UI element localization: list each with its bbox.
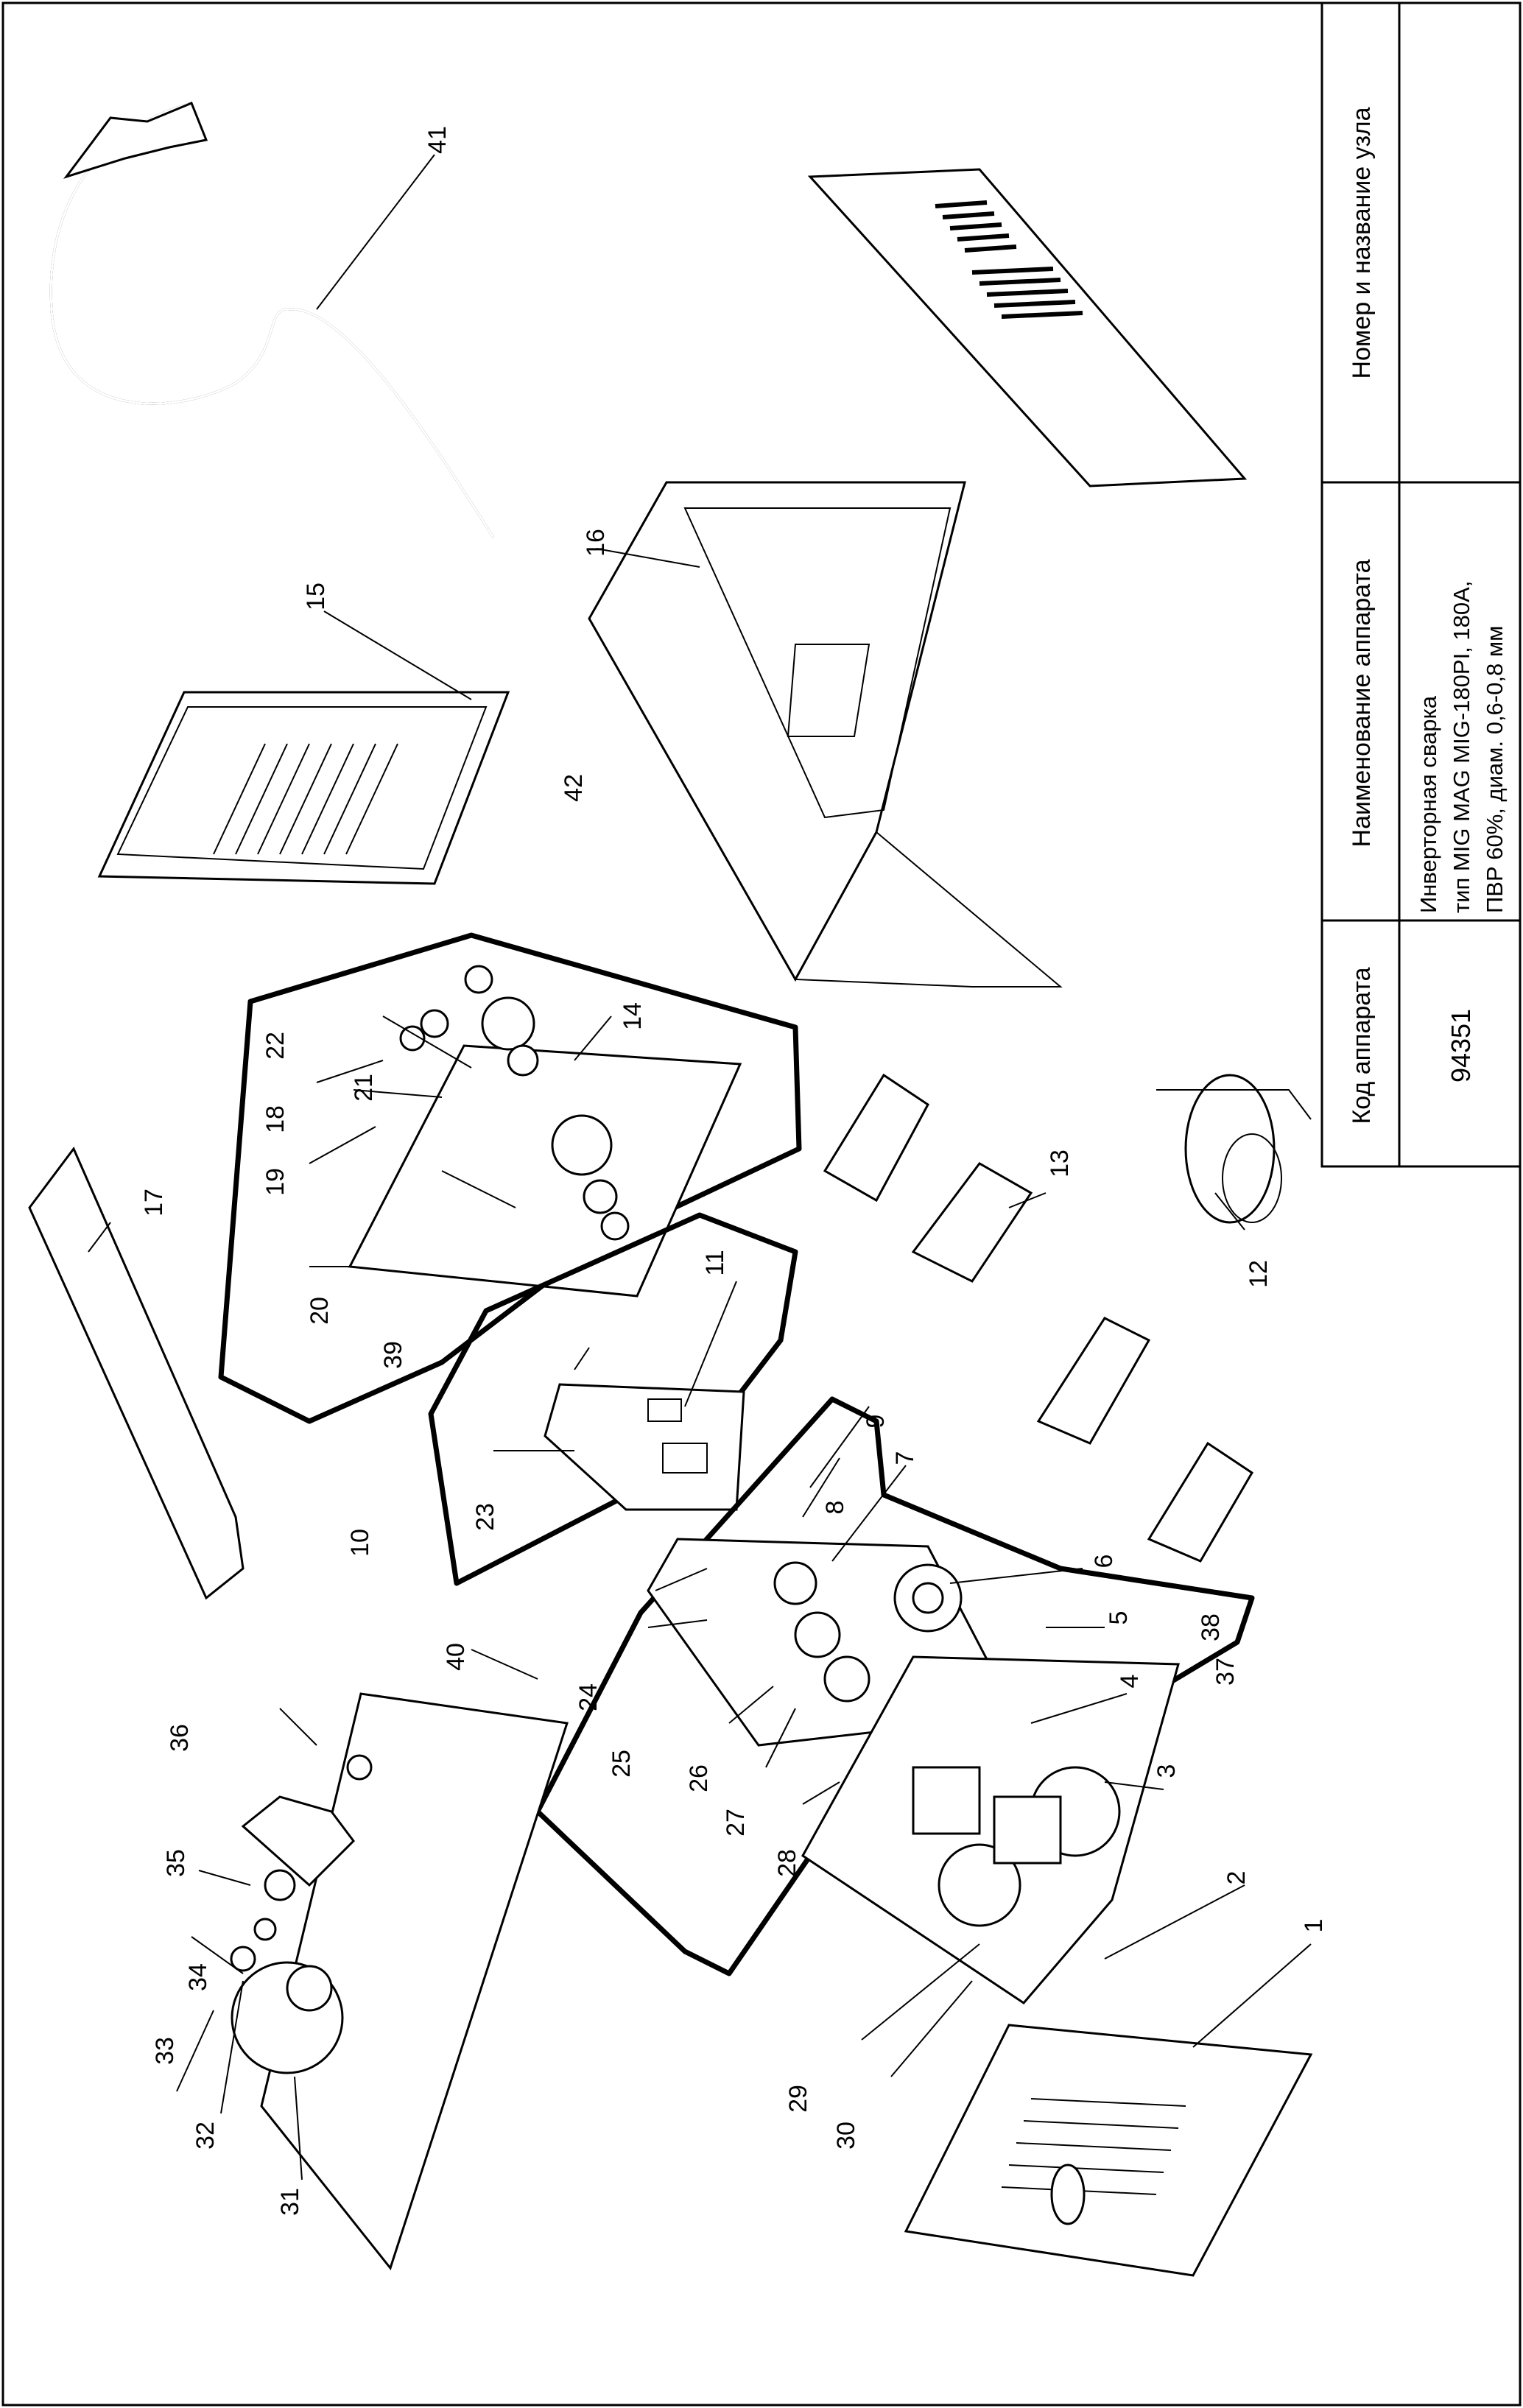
torch-hose-part: [49, 102, 495, 538]
callout-17: 17: [140, 1189, 168, 1217]
callout-30: 30: [832, 2122, 860, 2150]
callout-19: 19: [261, 1168, 289, 1196]
title-name-line3: ПВР 60%, диам. 0,6-0,8 мм: [1482, 626, 1508, 913]
title-header-name: Наименование аппарата: [1348, 559, 1376, 847]
callout-1: 1: [1300, 1919, 1328, 1933]
callout-14: 14: [619, 1002, 647, 1030]
title-header-node: Номер и название узла: [1348, 107, 1376, 379]
callout-27: 27: [722, 1809, 750, 1837]
group-outline-10: [428, 1212, 798, 1586]
callout-38: 38: [1197, 1613, 1225, 1641]
title-header-code: Код аппарата: [1348, 967, 1376, 1124]
callout-37: 37: [1211, 1658, 1239, 1686]
title-name-line1: Инверторная сварка: [1415, 695, 1441, 913]
chassis-part: [801, 1655, 1180, 2004]
callout-33: 33: [151, 2037, 179, 2065]
rear-panel-part: [97, 691, 510, 885]
housing-cover-part: [588, 481, 1063, 988]
base-plate-part: [230, 1692, 569, 2271]
callout-35: 35: [162, 1849, 190, 1877]
title-code: 94351: [1446, 1009, 1476, 1082]
leader-lines: [88, 548, 1312, 2180]
callout-5: 5: [1105, 1611, 1133, 1625]
callout-11: 11: [701, 1250, 729, 1275]
callout-2: 2: [1223, 1871, 1251, 1885]
callout-39: 39: [379, 1341, 407, 1369]
group-outline-40: [535, 1396, 1255, 1976]
callout-42: 42: [560, 774, 588, 802]
callout-8: 8: [821, 1501, 849, 1515]
front-panel-part: [904, 2024, 1313, 2277]
callout-23: 23: [471, 1503, 499, 1531]
callout-4: 4: [1116, 1675, 1144, 1689]
callout-25: 25: [608, 1750, 636, 1778]
title-block: Код аппарата Наименование аппарата Номер…: [1320, 1, 1522, 1168]
callout-40: 40: [442, 1643, 470, 1671]
callout-13: 13: [1046, 1150, 1074, 1177]
callout-22: 22: [261, 1032, 289, 1060]
callout-7: 7: [891, 1451, 919, 1465]
side-strap-part: [28, 1147, 245, 1600]
callout-15: 15: [302, 582, 330, 610]
callout-12: 12: [1245, 1260, 1273, 1288]
callout-26: 26: [685, 1764, 713, 1792]
transformer-part: [1156, 1074, 1312, 1224]
callout-36: 36: [166, 1724, 194, 1752]
callout-6: 6: [1090, 1555, 1118, 1569]
callout-20: 20: [306, 1297, 334, 1325]
callout-32: 32: [191, 2122, 219, 2150]
callout-labels: 1 2 3 4 5 6 7 8 9 10 11 12 13 14 15 16 1…: [140, 126, 1328, 2216]
side-panel-part: [807, 168, 1248, 487]
rear-plate-part: [348, 965, 742, 1298]
callout-24: 24: [574, 1683, 602, 1711]
callout-10: 10: [346, 1529, 374, 1557]
heatsink-part: [823, 1073, 1254, 1563]
callout-29: 29: [784, 2085, 812, 2113]
title-name-line2: тип MIG MAG MIG-180PI, 180A,: [1449, 581, 1474, 913]
callout-18: 18: [261, 1105, 289, 1133]
callout-31: 31: [276, 2188, 304, 2216]
callout-41: 41: [423, 126, 451, 154]
control-board-part: [544, 1383, 745, 1511]
callout-34: 34: [184, 1963, 212, 1991]
callout-9: 9: [862, 1415, 890, 1429]
callout-21: 21: [350, 1074, 378, 1102]
callout-16: 16: [582, 529, 610, 557]
callout-28: 28: [773, 1849, 801, 1877]
callout-3: 3: [1153, 1764, 1181, 1778]
group-outline-42: [218, 932, 802, 1424]
